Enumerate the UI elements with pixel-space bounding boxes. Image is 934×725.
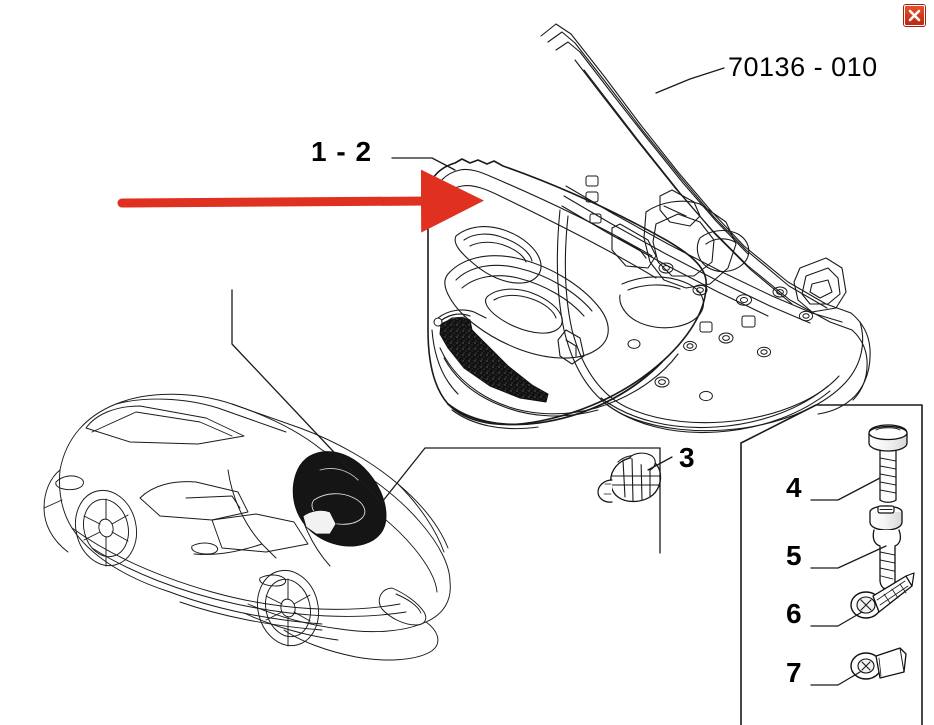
leader-car-to-panel-upper	[231, 289, 381, 502]
callout-label-4: 4	[786, 472, 802, 503]
leader-lines	[231, 67, 887, 686]
part-number-label: 70136 - 010	[728, 52, 878, 82]
part-5-collar-bolt	[869, 505, 903, 597]
leader-car-to-door-lower	[381, 447, 661, 554]
highlight-arrow-right-icon	[117, 169, 484, 233]
leader-5	[810, 545, 887, 569]
callout-label-7: 7	[786, 657, 802, 688]
close-icon	[908, 9, 921, 22]
leader-part-number	[655, 67, 725, 94]
fasteners-inset	[740, 404, 923, 725]
callout-label-3: 3	[679, 442, 695, 473]
leader-6	[810, 611, 863, 627]
group-callout-label: 1 - 2	[311, 136, 373, 167]
leader-4	[810, 477, 881, 501]
leader-7	[810, 671, 861, 686]
leader-3	[647, 456, 673, 471]
leader-group	[391, 157, 456, 171]
part-3-clip	[597, 452, 662, 503]
vehicle-overview	[43, 393, 451, 661]
part-6-self-tapping-screw	[850, 572, 915, 619]
close-button[interactable]	[904, 5, 925, 26]
callout-label-5: 5	[786, 540, 802, 571]
part-7-push-rivet	[850, 647, 907, 680]
part-4-flanged-bolt	[868, 424, 908, 503]
door-trim-panel	[427, 158, 707, 430]
door-frame-assembly	[540, 23, 871, 434]
callout-label-6: 6	[786, 598, 802, 629]
